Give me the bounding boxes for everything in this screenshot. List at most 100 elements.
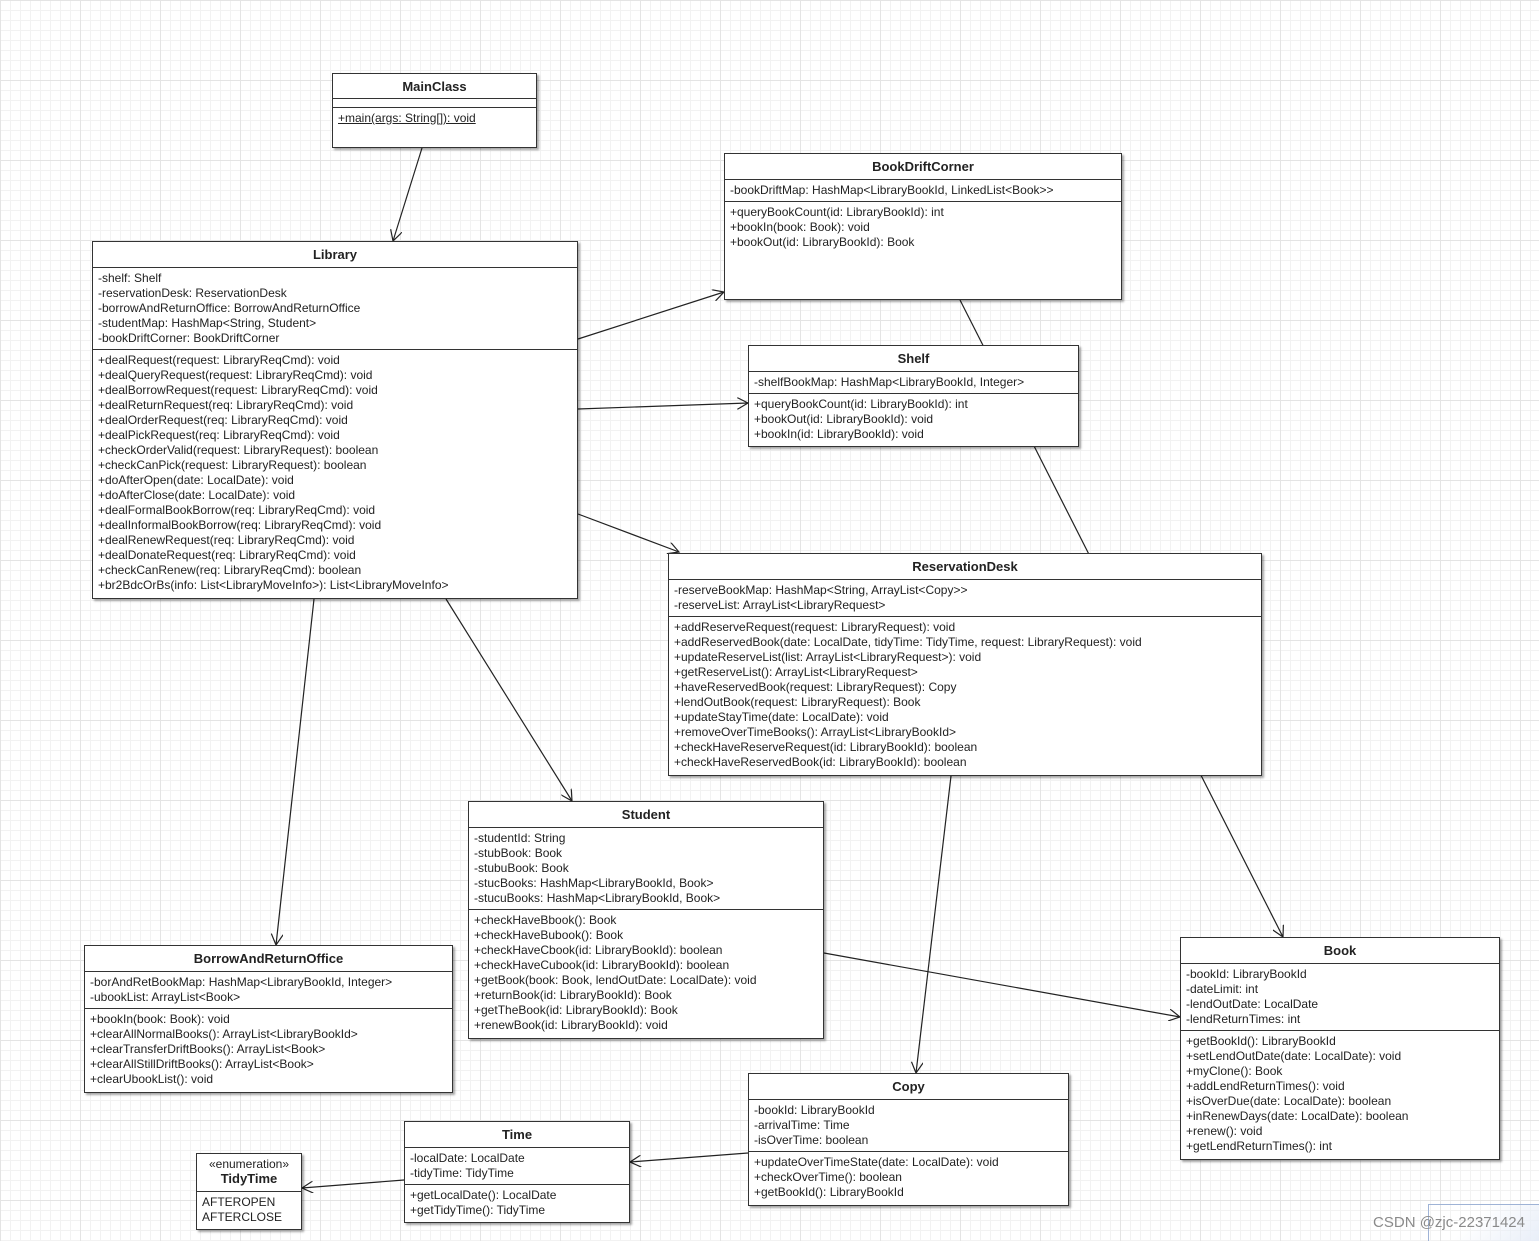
member-row: -bookId: LibraryBookId [754, 1103, 875, 1117]
member-row: +bookIn(book: Book): void [730, 220, 870, 234]
member-row: +checkHaveCbook(id: LibraryBookId): bool… [474, 943, 723, 957]
class-borrowandreturnoffice[interactable]: BorrowAndReturnOffice -borAndRetBookMap:… [84, 945, 453, 1093]
member-row: +myClone(): Book [1186, 1064, 1283, 1078]
member-row: +dealInformalBookBorrow(req: LibraryReqC… [98, 518, 382, 532]
member-row: AFTERCLOSE [202, 1210, 283, 1224]
member-row: +updateReserveList(list: ArrayList<Libra… [674, 650, 982, 664]
class-library-title: Library [93, 242, 577, 268]
member-row: -stucBooks: HashMap<LibraryBookId, Book> [474, 876, 714, 890]
class-library-methods: +dealRequest(request: LibraryReqCmd): vo… [93, 350, 577, 596]
edge-library-student[interactable] [445, 598, 572, 801]
member-row: +getTidyTime(): TidyTime [410, 1203, 546, 1217]
member-row: -stucuBooks: HashMap<LibraryBookId, Book… [474, 891, 721, 905]
class-borrowandreturnoffice-attributes: -borAndRetBookMap: HashMap<LibraryBookId… [85, 972, 452, 1009]
member-row: +getBookId(): LibraryBookId [754, 1185, 904, 1199]
class-library-attributes: -shelf: Shelf-reservationDesk: Reservati… [93, 268, 577, 350]
class-shelf[interactable]: Shelf -shelfBookMap: HashMap<LibraryBook… [748, 345, 1079, 447]
member-row: -shelf: Shelf [98, 271, 162, 285]
member-row: +checkHaveReserveRequest(id: LibraryBook… [674, 740, 978, 754]
member-row: +dealRenewRequest(req: LibraryReqCmd): v… [98, 533, 355, 547]
edge-library-bookdriftcorner[interactable] [577, 292, 724, 340]
class-mainclass-methods: +main(args: String[]): void [333, 108, 536, 129]
class-time-title: Time [405, 1122, 629, 1148]
class-reservationdesk-attributes: -reserveBookMap: HashMap<String, ArrayLi… [669, 580, 1261, 617]
member-row: +isOverDue(date: LocalDate): boolean [1186, 1094, 1392, 1108]
member-row: +bookOut(id: LibraryBookId): void [754, 412, 934, 426]
edge-library-borrowandreturnoffice[interactable] [276, 598, 315, 945]
class-time[interactable]: Time -localDate: LocalDate-tidyTime: Tid… [404, 1121, 630, 1223]
enum-tidytime-title: «enumeration» TidyTime [197, 1154, 301, 1192]
member-row: +addReservedBook(date: LocalDate, tidyTi… [674, 635, 1142, 649]
class-reservationdesk-methods: +addReserveRequest(request: LibraryReque… [669, 617, 1261, 773]
class-book-methods: +getBookId(): LibraryBookId+setLendOutDa… [1181, 1031, 1499, 1157]
member-row: -bookDriftMap: HashMap<LibraryBookId, Li… [730, 183, 1054, 197]
class-time-attributes: -localDate: LocalDate-tidyTime: TidyTime [405, 1148, 629, 1185]
member-row: +setLendOutDate(date: LocalDate): void [1186, 1049, 1402, 1063]
member-row: +renewBook(id: LibraryBookId): void [474, 1018, 668, 1032]
edge-time-tidytime[interactable] [302, 1179, 405, 1188]
member-row: -lendOutDate: LocalDate [1186, 997, 1319, 1011]
edge-copy-time[interactable] [630, 1152, 749, 1162]
edge-mainclass-library[interactable] [393, 147, 423, 241]
enum-tidytime-stereotype: «enumeration» [208, 1157, 290, 1171]
member-row: +doAfterClose(date: LocalDate): void [98, 488, 296, 502]
member-row: +checkOrderValid(request: LibraryRequest… [98, 443, 379, 457]
member-row: +getLocalDate(): LocalDate [410, 1188, 557, 1202]
member-row: +checkHaveReservedBook(id: LibraryBookId… [674, 755, 967, 769]
member-row: -bookId: LibraryBookId [1186, 967, 1307, 981]
member-row: +dealBorrowRequest(request: LibraryReqCm… [98, 383, 378, 397]
class-mainclass[interactable]: MainClass +main(args: String[]): void [332, 73, 537, 148]
member-row: -localDate: LocalDate [410, 1151, 525, 1165]
member-row: -ubookList: ArrayList<Book> [90, 990, 241, 1004]
class-copy-attributes: -bookId: LibraryBookId-arrivalTime: Time… [749, 1100, 1068, 1152]
edge-library-reservationdesk[interactable] [577, 513, 679, 552]
watermark: CSDN @zjc-22371424 [1373, 1214, 1525, 1231]
member-row: -stubBook: Book [474, 846, 563, 860]
member-row: +dealQueryRequest(request: LibraryReqCmd… [98, 368, 373, 382]
member-row: -reservationDesk: ReservationDesk [98, 286, 287, 300]
class-mainclass-title: MainClass [333, 74, 536, 99]
class-student[interactable]: Student -studentId: String-stubBook: Boo… [468, 801, 824, 1039]
member-row: +addLendReturnTimes(): void [1186, 1079, 1345, 1093]
class-book[interactable]: Book -bookId: LibraryBookId-dateLimit: i… [1180, 937, 1500, 1160]
member-row: -studentMap: HashMap<String, Student> [98, 316, 317, 330]
class-book-title: Book [1181, 938, 1499, 964]
member-row: +getReserveList(): ArrayList<LibraryRequ… [674, 665, 918, 679]
class-bookdriftcorner-attributes: -bookDriftMap: HashMap<LibraryBookId, Li… [725, 180, 1121, 202]
edge-student-book[interactable] [823, 952, 1180, 1017]
member-row: +dealOrderRequest(req: LibraryReqCmd): v… [98, 413, 348, 427]
member-row: +checkCanRenew(req: LibraryReqCmd): bool… [98, 563, 362, 577]
class-mainclass-attributes [333, 99, 536, 108]
class-borrowandreturnoffice-methods: +bookIn(book: Book): void+clearAllNormal… [85, 1009, 452, 1090]
member-row: +updateOverTimeState(date: LocalDate): v… [754, 1155, 999, 1169]
class-copy[interactable]: Copy -bookId: LibraryBookId-arrivalTime:… [748, 1073, 1069, 1206]
member-row: +checkCanPick(request: LibraryRequest): … [98, 458, 367, 472]
member-row: +clearTransferDriftBooks(): ArrayList<Bo… [90, 1042, 326, 1056]
class-shelf-title: Shelf [749, 346, 1078, 372]
member-row: +dealReturnRequest(req: LibraryReqCmd): … [98, 398, 354, 412]
member-row: +getTheBook(id: LibraryBookId): Book [474, 1003, 678, 1017]
class-bookdriftcorner[interactable]: BookDriftCorner -bookDriftMap: HashMap<L… [724, 153, 1122, 300]
member-row: +bookOut(id: LibraryBookId): Book [730, 235, 915, 249]
member-row: +checkHaveBubook(): Book [474, 928, 624, 942]
class-copy-methods: +updateOverTimeState(date: LocalDate): v… [749, 1152, 1068, 1203]
edge-reservationdesk-copy[interactable] [916, 775, 952, 1073]
class-reservationdesk-title: ReservationDesk [669, 554, 1261, 580]
class-reservationdesk[interactable]: ReservationDesk -reserveBookMap: HashMap… [668, 553, 1262, 776]
member-row: +returnBook(id: LibraryBookId): Book [474, 988, 672, 1002]
member-row: +main(args: String[]): void [338, 111, 476, 125]
class-borrowandreturnoffice-title: BorrowAndReturnOffice [85, 946, 452, 972]
member-row: +lendOutBook(request: LibraryRequest): B… [674, 695, 921, 709]
member-row: +renew(): void [1186, 1124, 1263, 1138]
member-row: AFTEROPEN [202, 1195, 276, 1209]
member-row: +checkOverTime(): boolean [754, 1170, 902, 1184]
member-row: -borAndRetBookMap: HashMap<LibraryBookId… [90, 975, 393, 989]
member-row: +addReserveRequest(request: LibraryReque… [674, 620, 956, 634]
member-row: -reserveBookMap: HashMap<String, ArrayLi… [674, 583, 968, 597]
member-row: +haveReservedBook(request: LibraryReques… [674, 680, 957, 694]
member-row: -shelfBookMap: HashMap<LibraryBookId, In… [754, 375, 1025, 389]
class-library[interactable]: Library -shelf: Shelf-reservationDesk: R… [92, 241, 578, 599]
edge-library-shelf[interactable] [577, 403, 748, 410]
